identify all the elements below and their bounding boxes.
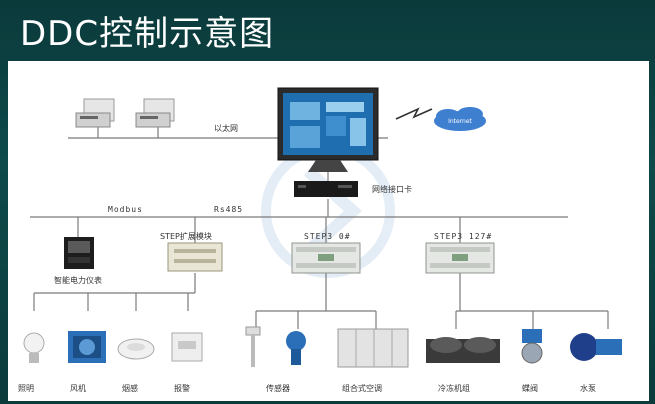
modbus-label: Modbus (108, 205, 143, 214)
server-icon (75, 98, 115, 128)
device-label: 传感器 (266, 383, 290, 393)
step3-127-label: STEP3 127# (434, 232, 492, 241)
device-label: 组合式空调 (342, 383, 382, 393)
monitor-icon (277, 87, 379, 172)
power-meter-icon (64, 237, 94, 269)
device-label: 烟感 (122, 383, 138, 393)
bulb-icon (23, 332, 45, 363)
chiller-icon (426, 337, 500, 363)
device-label: 报警 (174, 383, 190, 393)
device-label: 风机 (70, 383, 86, 393)
smoke-detector-icon (117, 338, 155, 360)
device-label: 蝶阀 (522, 383, 538, 393)
lightning-link-icon (395, 107, 433, 120)
valve-icon (521, 329, 543, 364)
network-card-icon (294, 181, 358, 197)
alarm-icon (171, 332, 203, 362)
internet-cloud-icon: Internet (434, 107, 486, 131)
ahu-icon (337, 328, 409, 368)
step3-0-label: STEP3 0# (304, 232, 351, 241)
page-title: DDC控制示意图 (20, 14, 275, 54)
meter-label: 智能电力仪表 (54, 275, 102, 285)
ddc-diagram: 以太网 Internet (18, 87, 622, 393)
sensor-icon (245, 326, 261, 367)
server-icon (135, 98, 175, 128)
device-label: 冷冻机组 (438, 383, 470, 393)
step-expansion-module-icon (167, 242, 223, 272)
ethernet-label: 以太网 (214, 123, 238, 133)
diagram-panel: 以太网 Internet (8, 61, 649, 401)
transmitter-icon (286, 331, 306, 365)
fan-icon (68, 331, 106, 363)
nic-label: 网络接口卡 (372, 184, 412, 194)
cloud-label: Internet (448, 118, 472, 125)
device-label: 水泵 (580, 383, 596, 393)
step-ext-label: STEP扩展模块 (160, 231, 212, 241)
rs485-label: Rs485 (214, 205, 243, 214)
pump-icon (570, 333, 622, 361)
step3-controller-icon (425, 242, 495, 274)
step3-controller-icon (291, 242, 361, 274)
device-label: 照明 (18, 384, 34, 393)
